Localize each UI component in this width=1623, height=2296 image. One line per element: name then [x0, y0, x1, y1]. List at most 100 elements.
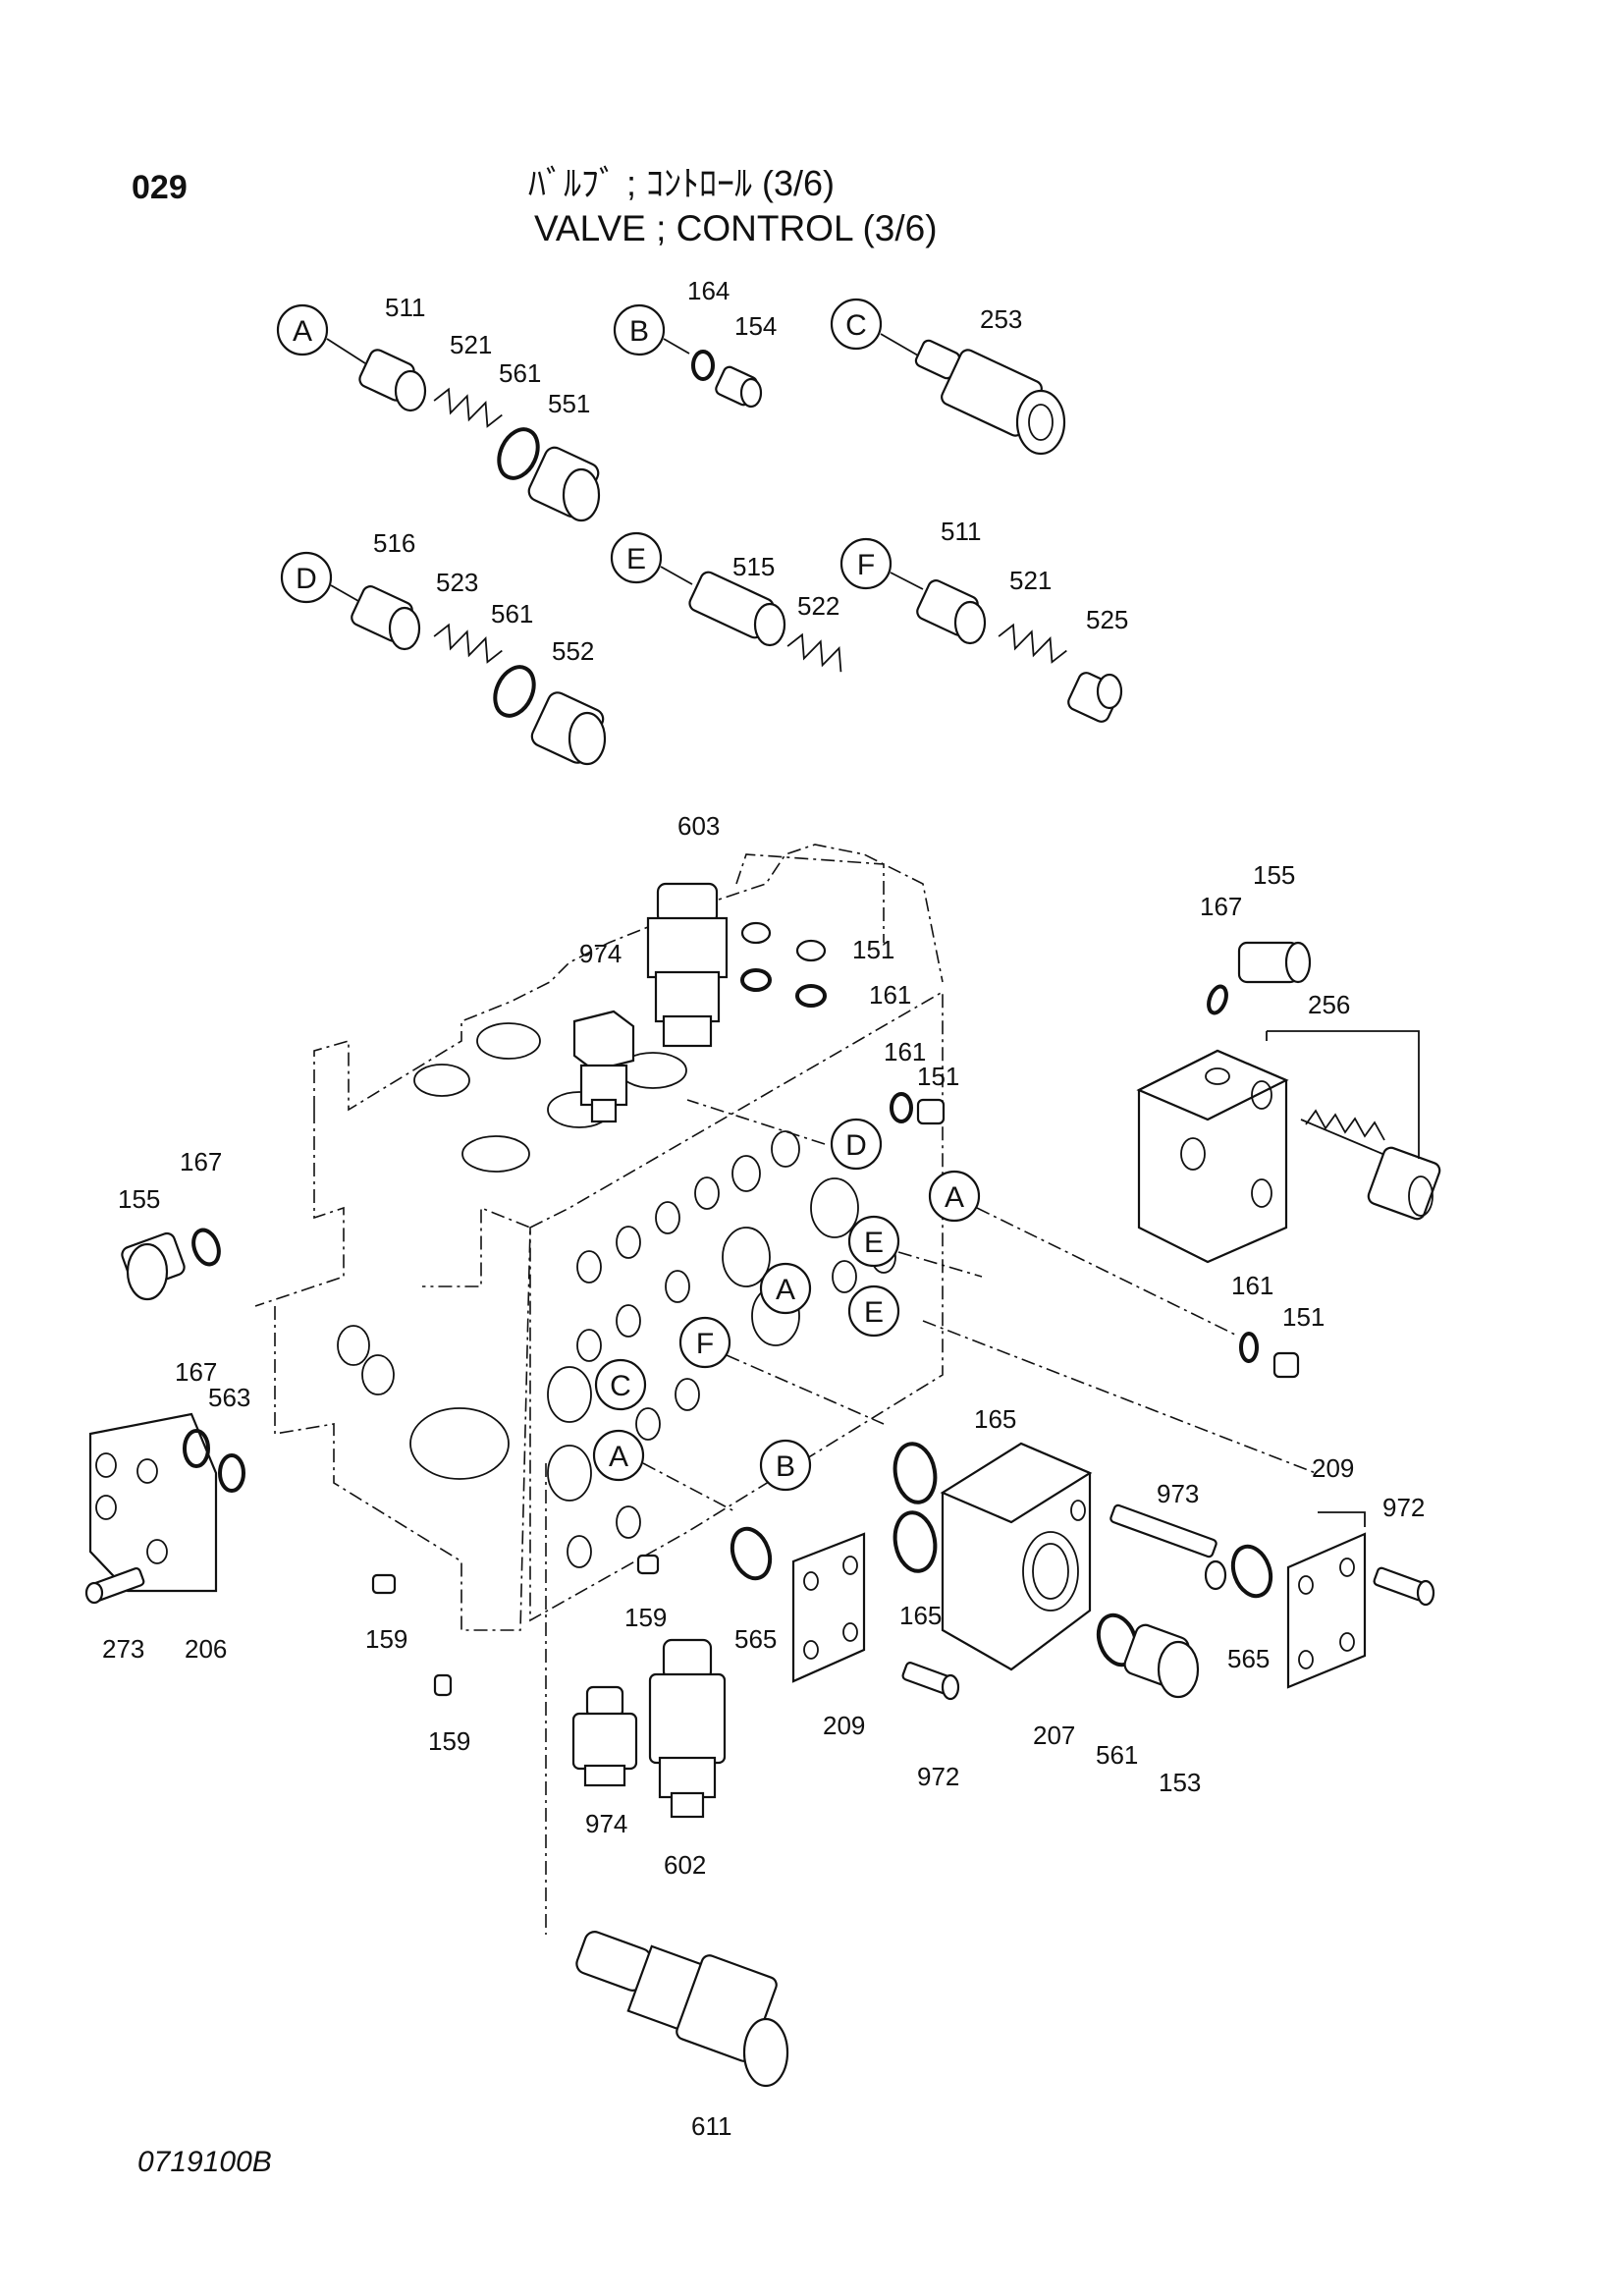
- callout-circle-e: [610, 531, 663, 584]
- body-callout-a1: A: [928, 1170, 981, 1223]
- label-164: 164: [687, 276, 730, 305]
- page-number: 029: [132, 169, 188, 206]
- label-253: 253: [980, 304, 1022, 334]
- part-973-bolt: 973: [1109, 1479, 1227, 1591]
- part-511-sleeve: [358, 349, 427, 412]
- part-161-151-far-right: 161 151: [1231, 1271, 1325, 1379]
- body-front-face: [529, 990, 944, 1622]
- body-callout-a3: A: [592, 1429, 645, 1482]
- label-165-bottom: 165: [899, 1601, 942, 1630]
- part-165-orings: 165 165: [893, 1404, 1016, 1630]
- callout-circle-f: [839, 537, 893, 590]
- label-602: 602: [664, 1850, 706, 1880]
- label-972-right: 972: [1382, 1493, 1425, 1522]
- part-974-plug-top: 974: [572, 939, 635, 1123]
- label-516: 516: [373, 528, 415, 558]
- svg-text:E: E: [864, 1296, 884, 1329]
- part-167-oring-left: 167: [180, 1147, 222, 1267]
- label-511: 511: [385, 293, 425, 322]
- label-565-left: 565: [734, 1624, 777, 1654]
- label-511-f: 511: [941, 517, 981, 546]
- label-611: 611: [691, 2111, 731, 2141]
- part-974-plug-bottom: 974: [571, 1685, 638, 1838]
- part-523-spring: [433, 623, 503, 664]
- part-253-valve-cartridge: [914, 339, 1066, 456]
- label-974-bottom: 974: [585, 1809, 627, 1838]
- valve-body-housing: D A E A E F C A: [254, 844, 1317, 1631]
- part-155-plug-right: 155: [1237, 860, 1312, 984]
- label-159-c: 159: [428, 1726, 470, 1756]
- callout-letter-d: D: [296, 563, 317, 595]
- title-japanese: ﾊﾞﾙﾌﾞ ; ｺﾝﾄﾛｰﾙ (3/6): [528, 163, 836, 203]
- part-161-151-right: 161 151: [884, 1037, 959, 1125]
- svg-text:B: B: [776, 1450, 795, 1483]
- svg-text:A: A: [945, 1181, 964, 1214]
- label-207: 207: [1033, 1721, 1075, 1750]
- part-561-oring: [497, 427, 540, 480]
- label-521: 521: [450, 330, 492, 359]
- label-256: 256: [1308, 990, 1350, 1019]
- label-161-top: 161: [869, 980, 911, 1010]
- part-551-plug: [527, 446, 601, 522]
- label-167-right: 167: [1200, 892, 1242, 921]
- svg-text:F: F: [696, 1328, 714, 1360]
- label-161-right: 161: [884, 1037, 926, 1066]
- callout-letter-f: F: [857, 549, 875, 581]
- part-972-bolt-right: 972: [1373, 1493, 1435, 1607]
- label-159-a: 159: [365, 1624, 407, 1654]
- svg-text:D: D: [845, 1129, 867, 1162]
- part-565-oring-right: 565: [1227, 1544, 1273, 1673]
- part-209-plate-right: 209: [1286, 1453, 1367, 1689]
- part-155-plug-left: 155: [118, 1184, 186, 1301]
- label-206: 206: [185, 1634, 227, 1664]
- svg-text:A: A: [609, 1441, 628, 1473]
- body-top-outline: [313, 844, 944, 1112]
- part-167-oring-right: 167: [1200, 892, 1242, 1015]
- detail-group-d: D 516 523 561 552: [280, 528, 607, 766]
- part-151-plugs-top: 151 161: [740, 921, 911, 1010]
- callout-letter-c: C: [845, 309, 867, 342]
- svg-text:C: C: [610, 1370, 631, 1402]
- svg-text:E: E: [864, 1227, 884, 1259]
- callout-circle-b: [613, 303, 666, 356]
- label-151-top: 151: [852, 935, 894, 964]
- label-515: 515: [732, 552, 775, 581]
- callout-letter-e: E: [626, 543, 646, 575]
- label-973: 973: [1157, 1479, 1199, 1508]
- body-callout-e2: E: [847, 1285, 900, 1338]
- detail-group-f: F 511 521 525: [839, 517, 1128, 723]
- part-511-sleeve-f: [916, 579, 987, 645]
- part-273-bolt: 273: [84, 1566, 144, 1664]
- label-521-f: 521: [1009, 566, 1052, 595]
- label-972-left: 972: [917, 1762, 959, 1791]
- label-151-right: 151: [917, 1062, 959, 1091]
- body-callout-d: D: [830, 1118, 883, 1171]
- label-159-b: 159: [624, 1603, 667, 1632]
- part-521-spring: [433, 387, 503, 428]
- label-551: 551: [548, 389, 590, 418]
- label-155-left: 155: [118, 1184, 160, 1214]
- part-972-bolt-left: 972: [901, 1662, 959, 1791]
- part-521-spring-f: [998, 623, 1067, 664]
- label-561-d: 561: [491, 599, 533, 629]
- part-164-oring: [691, 350, 715, 381]
- title-english: VALVE ; CONTROL (3/6): [534, 208, 938, 248]
- part-611-valve-cartridge: 611: [545, 1463, 789, 2141]
- label-153: 153: [1159, 1768, 1201, 1797]
- part-159-plugs: 159 159 159: [365, 1554, 667, 1756]
- body-callout-b: B: [759, 1439, 812, 1492]
- callout-letter-a: A: [293, 315, 312, 348]
- label-155-right: 155: [1253, 860, 1295, 890]
- label-561: 561: [499, 358, 541, 388]
- label-552: 552: [552, 636, 594, 666]
- part-561-oring-d: [493, 665, 536, 718]
- part-565-oring-left: 565: [730, 1526, 777, 1654]
- detail-group-e: E 515 522: [610, 531, 842, 673]
- detail-group-c: C 253: [830, 298, 1066, 456]
- label-165-top: 165: [974, 1404, 1016, 1434]
- document-id: 0719100B: [137, 2146, 272, 2178]
- label-974-top: 974: [579, 939, 622, 968]
- label-167-plate: 167: [175, 1357, 217, 1387]
- label-209-right: 209: [1312, 1453, 1354, 1483]
